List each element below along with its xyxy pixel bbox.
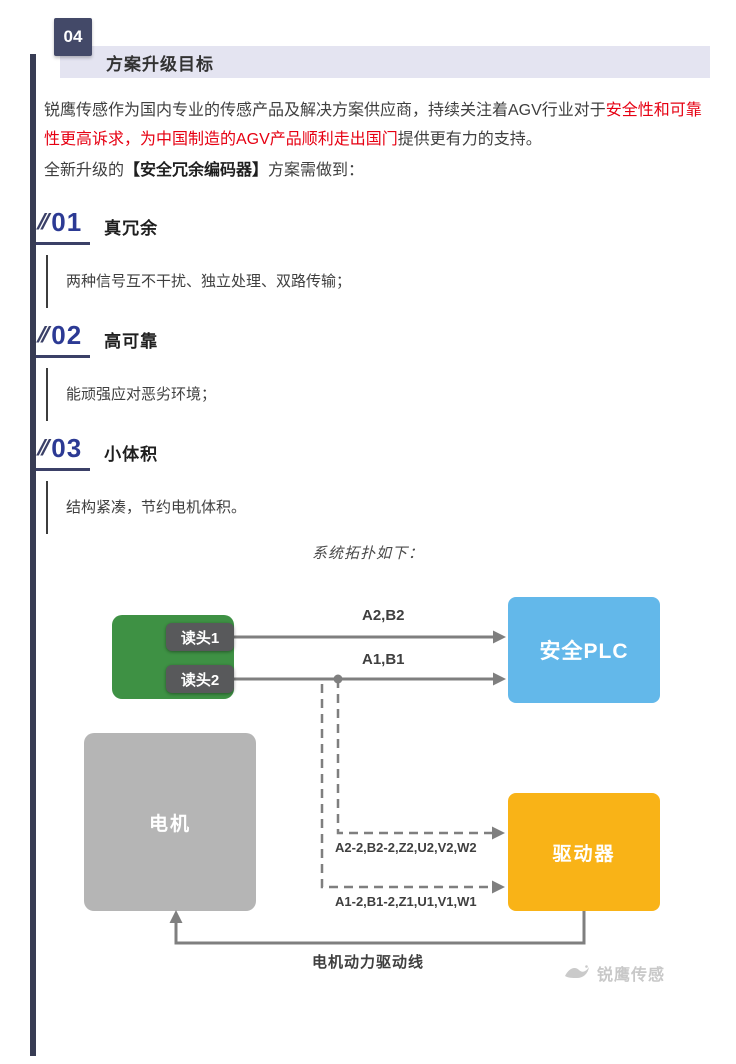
goal-pre: 全新升级的 [44,162,125,179]
double-slash-icon: // [36,209,49,234]
wire-junction-dot [333,674,343,684]
intro-highlight-red: 安全性和可靠性更高诉求，为中国制造的AGV产品顺利走出国门 [44,102,702,148]
feature-2-head: // 02 高可靠 [36,320,708,358]
feature-1-number: 01 [51,207,83,237]
feature-1-number-underline: // 01 [36,207,91,245]
feature-3-number: 03 [51,433,83,463]
feature-3-desc: 结构紧凑，节约电机体积。 [46,481,708,534]
feature-2-desc: 能顽强应对恶劣环境； [46,368,708,421]
diagram-wires [169,630,586,945]
power-line-label: 电机动力驱动线 [311,954,424,971]
edge-label-a1b1: A1,B1 [362,651,405,668]
feature-3-title: 小体积 [104,444,159,464]
intro-text: 锐鹰传感作为国内专业的传感产品及解决方案供应商，持续关注着AGV行业对于 [44,102,606,119]
feature-1-desc: 两种信号互不干扰、独立处理、双路传输； [46,255,708,308]
feature-item-1: // 01 真冗余 两种信号互不干扰、独立处理、双路传输； [36,207,708,308]
brand-watermark: 锐鹰传感 [562,961,665,985]
wire-driver-to-motor-power [174,911,586,945]
wire-dashed-to-driver-top [336,679,495,835]
feature-3-number-underline: // 03 [36,433,91,471]
driver-node: 驱动器 [508,793,660,911]
feature-1-head: // 01 真冗余 [36,207,708,245]
goal-post: 方案需做到： [268,162,365,179]
arrowhead-plc-top [493,630,506,644]
feature-item-2: // 02 高可靠 能顽强应对恶劣环境； [36,320,708,421]
section-number-badge: 04 [54,18,92,56]
arrowhead-motor [169,910,183,923]
safety-plc-node: 安全PLC [508,597,660,703]
section-header: 04 方案升级目标 [54,18,710,78]
feature-item-3: // 03 小体积 结构紧凑，节约电机体积。 [36,433,708,534]
arrowhead-driver-bottom [492,880,505,894]
edge-label-a2b2: A2,B2 [362,607,405,624]
arrowhead-driver-top [492,826,505,840]
double-slash-icon: // [36,322,49,347]
feature-2-number-underline: // 02 [36,320,91,358]
readhead2-node: 读头2 [166,665,234,693]
readhead1-node: 读头1 [166,623,234,651]
brand-name: 锐鹰传感 [597,967,666,984]
feature-1-title: 真冗余 [104,218,159,238]
arrowhead-plc-bottom [493,672,506,686]
topology-caption: 系统拓扑如下： [311,545,424,562]
brand-bird-icon [565,965,589,978]
goal-product-name: 【安全冗余编码器】 [124,162,269,179]
intro-paragraph: 锐鹰传感作为国内专业的传感产品及解决方案供应商，持续关注着AGV行业对于安全性和… [44,96,708,154]
left-accent-bar [30,54,36,1056]
edge-label-driver-bottom: A1-2,B1-2,Z1,U1,V1,W1 [335,894,477,909]
double-slash-icon: // [36,435,49,460]
section-title: 方案升级目标 [106,54,214,74]
feature-3-head: // 03 小体积 [36,433,708,471]
motor-node: 电机 [84,733,256,911]
wire-dashed-to-driver-bottom [320,684,495,889]
goal-line: 全新升级的【安全冗余编码器】方案需做到： [44,156,708,185]
topology-diagram: 安全PLC 电机 驱动器 读头1 读头2 A2,B2 A1,B1 A2-2,B2… [0,563,736,1015]
edge-label-driver-top: A2-2,B2-2,Z2,U2,V2,W2 [335,840,477,855]
feature-2-number: 02 [51,320,83,350]
intro-text-tail: 提供更有力的支持。 [397,131,542,148]
feature-2-title: 高可靠 [104,331,159,351]
